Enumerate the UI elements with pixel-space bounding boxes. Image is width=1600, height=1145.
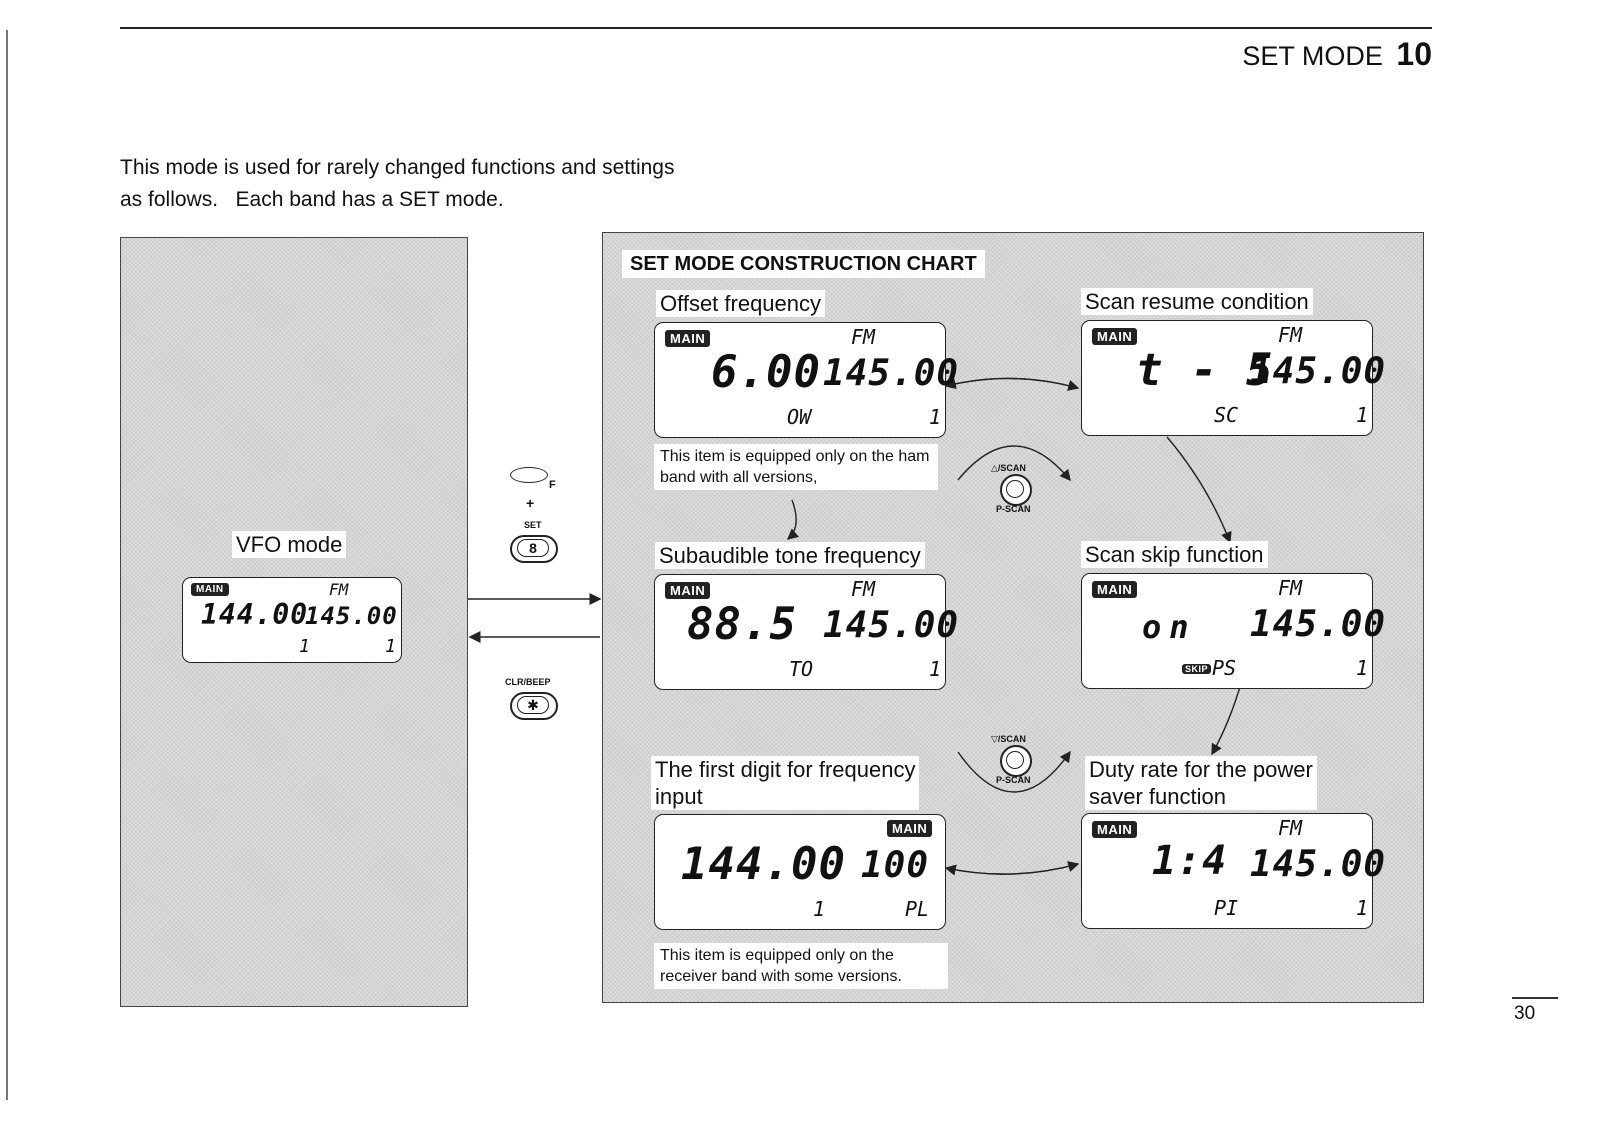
intro-text: This mode is used for rarely changed fun…	[120, 152, 674, 216]
plus-sign: +	[526, 495, 535, 511]
mode-indicator: FM	[1278, 816, 1303, 840]
offset-frequency-display: MAIN FM 6.00 145.00 OW 1	[654, 322, 958, 438]
duty-rate-label: Duty rate for the power saver function	[1085, 756, 1317, 810]
asterisk-icon: ✱	[517, 696, 549, 714]
offset-note: This item is equipped only on the ham ba…	[654, 444, 938, 490]
main-badge: MAIN	[1092, 328, 1138, 345]
frequency-value: 145.00	[1250, 604, 1387, 645]
up-scan-key[interactable]	[1000, 474, 1032, 506]
mode-indicator: FM	[851, 325, 876, 349]
tone-frequency-display: MAIN FM 88.5 145.00 TO 1	[654, 574, 958, 690]
first-digit-note: This item is equipped only on the receiv…	[654, 943, 948, 989]
item-number: 1	[929, 405, 942, 429]
vfo-frequency-left: 144.00	[201, 598, 309, 631]
frequency-value: 145.00	[1250, 351, 1387, 392]
item-number: 1	[813, 897, 826, 921]
first-digit-label-line-1: The first digit for frequency	[655, 757, 916, 782]
duty-rate-value: 1:4	[1152, 838, 1228, 884]
tone-value: 88.5	[687, 599, 797, 650]
intro-line-1: This mode is used for rarely changed fun…	[120, 156, 675, 179]
page-number: 30	[1514, 1003, 1536, 1024]
scan-skip-display: MAIN FM on 145.00 SKIP PS 1	[1081, 573, 1385, 689]
main-badge: MAIN	[1092, 821, 1138, 838]
chapter-number: 10	[1396, 36, 1432, 72]
item-code: PI	[1214, 896, 1239, 920]
clr-beep-label: CLR/BEEP	[505, 677, 551, 687]
vfo-bottom-right: 1	[385, 636, 396, 657]
page-number-rule	[1512, 997, 1558, 999]
down-scan-key[interactable]	[1000, 745, 1032, 777]
transition-arrows	[468, 593, 602, 643]
clr-beep-key[interactable]: ✱	[510, 692, 558, 720]
item-code: PS	[1212, 656, 1237, 680]
mode-indicator: FM	[1278, 576, 1303, 600]
first-digit-display: MAIN 144.00 100 1 PL	[654, 814, 946, 930]
header-title: SET MODE	[1242, 41, 1383, 71]
scan-skip-value: on	[1142, 608, 1197, 646]
item-code: SC	[1214, 403, 1239, 427]
scan-resume-display: MAIN FM t - 5 145.00 SC 1	[1081, 320, 1385, 436]
item-number: 1	[1356, 896, 1369, 920]
first-digit-label-line-2: input	[655, 784, 703, 809]
duty-rate-label-line-1: Duty rate for the power	[1089, 757, 1313, 782]
item-code: TO	[789, 657, 814, 681]
mode-indicator: FM	[329, 580, 349, 599]
item-code: PL	[905, 897, 930, 921]
frequency-value: 145.00	[823, 605, 960, 646]
vfo-bottom-mid: 1	[299, 636, 310, 657]
up-scan-label: △/SCAN	[991, 463, 1026, 473]
item-code: OW	[787, 405, 812, 429]
chart-title: SET MODE CONSTRUCTION CHART	[622, 250, 985, 278]
main-badge: MAIN	[665, 330, 711, 347]
main-badge: MAIN	[191, 583, 229, 596]
main-badge: MAIN	[1092, 581, 1138, 598]
mode-indicator: FM	[851, 577, 876, 601]
duty-rate-display: MAIN FM 1:4 145.00 PI 1	[1081, 813, 1385, 929]
margin-line	[6, 30, 8, 1100]
offset-frequency-label: Offset frequency	[656, 290, 826, 317]
item-number: 1	[1356, 656, 1369, 680]
intro-line-2: as follows. Each band has a SET mode.	[120, 188, 504, 211]
duty-rate-label-line-2: saver function	[1089, 784, 1226, 809]
set-8-key[interactable]: 8	[510, 535, 558, 563]
frequency-value: 145.00	[823, 353, 960, 394]
set-key-label: SET	[524, 520, 542, 530]
f-key-label: F	[549, 479, 556, 491]
item-number: 1	[929, 657, 942, 681]
header-rule	[120, 27, 1432, 29]
f-key[interactable]	[510, 467, 548, 483]
first-digit-value: 144.00	[681, 839, 846, 890]
main-badge: MAIN	[665, 582, 711, 599]
tone-frequency-label: Subaudible tone frequency	[655, 542, 925, 569]
first-digit-label: The first digit for frequency input	[651, 756, 920, 810]
page-header: SET MODE 10	[1242, 36, 1432, 73]
scan-resume-label: Scan resume condition	[1081, 288, 1313, 315]
scan-skip-label: Scan skip function	[1081, 541, 1268, 568]
down-scan-label: ▽/SCAN	[991, 734, 1026, 744]
set-8-key-face: 8	[517, 539, 549, 557]
item-number: 1	[1356, 403, 1369, 427]
vfo-mode-label: VFO mode	[232, 531, 347, 558]
skip-indicator: SKIP	[1182, 664, 1212, 674]
vfo-frequency-right: 145.00	[305, 602, 398, 630]
scan-resume-value: t - 5	[1136, 345, 1274, 396]
vfo-display: MAIN FM 144.00 145.00 1 1	[182, 577, 402, 663]
down-pscan-label: P-SCAN	[996, 775, 1031, 785]
frequency-value: 145.00	[1250, 844, 1387, 885]
offset-value: 6.00	[711, 347, 821, 398]
main-badge: MAIN	[887, 820, 933, 837]
first-digit-step: 100	[861, 845, 930, 886]
mode-indicator: FM	[1278, 323, 1303, 347]
up-pscan-label: P-SCAN	[996, 504, 1031, 514]
